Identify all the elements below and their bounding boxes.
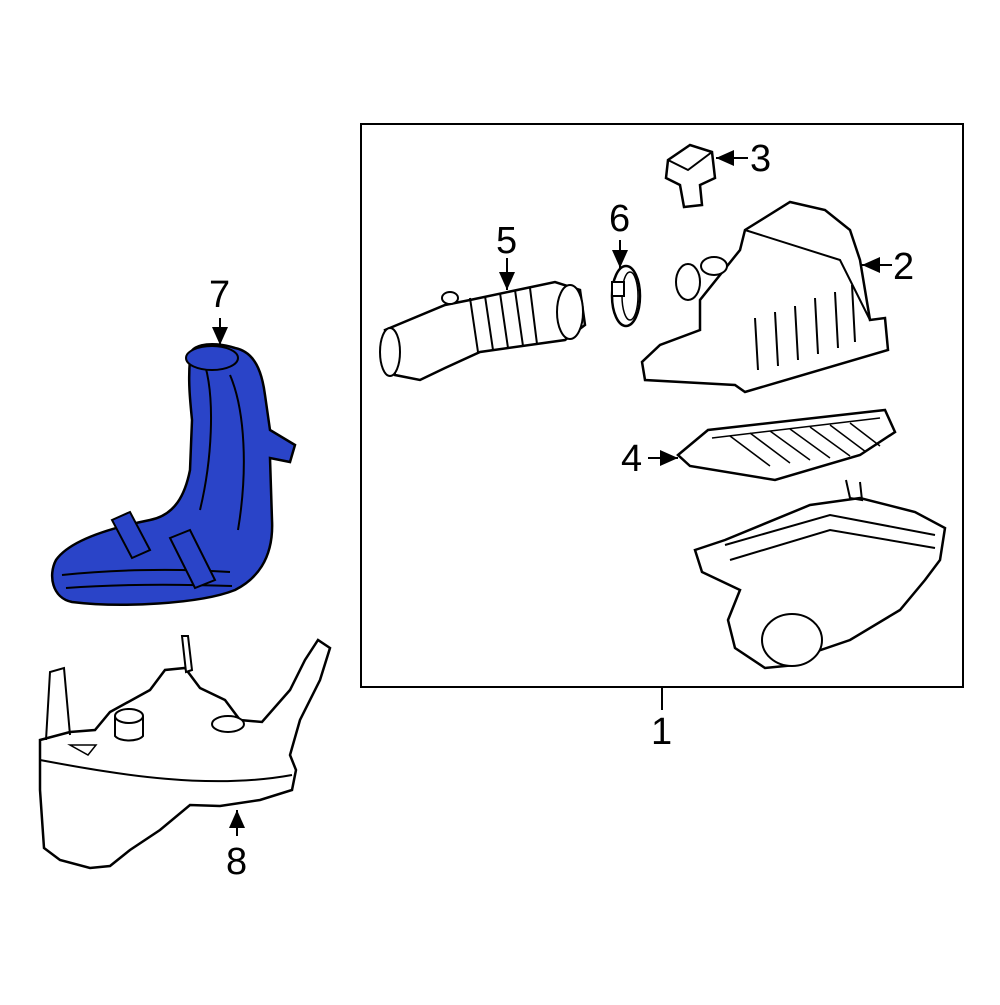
resonator-tab — [180, 635, 194, 674]
part-1-cleaner-case[interactable] — [693, 479, 947, 670]
part-6-clamp[interactable] — [610, 264, 642, 328]
sensor-edge — [667, 151, 713, 172]
cover-body — [640, 200, 890, 394]
callout-3[interactable]: 3 — [750, 138, 772, 180]
resonator-seam — [39, 759, 293, 783]
callout-2[interactable]: 2 — [893, 246, 915, 288]
cover-ridge — [744, 229, 871, 321]
resonator-port-2 — [211, 715, 245, 733]
case-outlet — [761, 613, 823, 667]
duct-body — [51, 342, 297, 606]
duct-inlet — [185, 345, 239, 371]
case-rim — [724, 513, 936, 546]
hose-nipple — [441, 291, 459, 305]
part-7-intake-duct[interactable] — [51, 342, 297, 606]
hose-end — [379, 327, 401, 377]
callout-4[interactable]: 4 — [621, 438, 643, 480]
callout-5[interactable]: 5 — [496, 220, 518, 262]
filter-pleats — [729, 422, 881, 467]
duct-clamp-2 — [168, 528, 217, 590]
callout-6[interactable]: 6 — [609, 198, 631, 240]
sensor-body — [664, 143, 717, 209]
resonator-body — [38, 638, 332, 870]
part-8-resonator[interactable] — [38, 635, 332, 870]
part-2-cleaner-cover[interactable] — [640, 200, 890, 394]
filter-edge — [711, 417, 881, 439]
resonator-port-neck — [114, 716, 144, 742]
hose-end-2 — [556, 284, 584, 340]
duct-clamp — [110, 510, 152, 560]
duct-rib — [199, 364, 212, 511]
part-4-filter[interactable] — [676, 408, 897, 482]
resonator-arrow-mark — [67, 744, 98, 756]
callout-8[interactable]: 8 — [226, 841, 248, 883]
resonator-bracket — [45, 666, 71, 741]
callout-7[interactable]: 7 — [209, 274, 231, 316]
clamp-screw — [611, 281, 625, 297]
callout-1[interactable]: 1 — [651, 711, 673, 753]
cover-outlet — [675, 263, 701, 301]
resonator-port — [114, 708, 144, 724]
hose-bellows — [469, 287, 538, 353]
duct-rib-2 — [229, 374, 245, 531]
part-5-intake-hose[interactable] — [379, 280, 587, 382]
part-3-sensor[interactable] — [664, 143, 717, 209]
case-tab — [845, 479, 864, 502]
cover-ribs — [754, 284, 856, 371]
cover-port — [700, 256, 728, 276]
duct-seam-2 — [65, 583, 233, 589]
case-rim-2 — [729, 528, 936, 561]
